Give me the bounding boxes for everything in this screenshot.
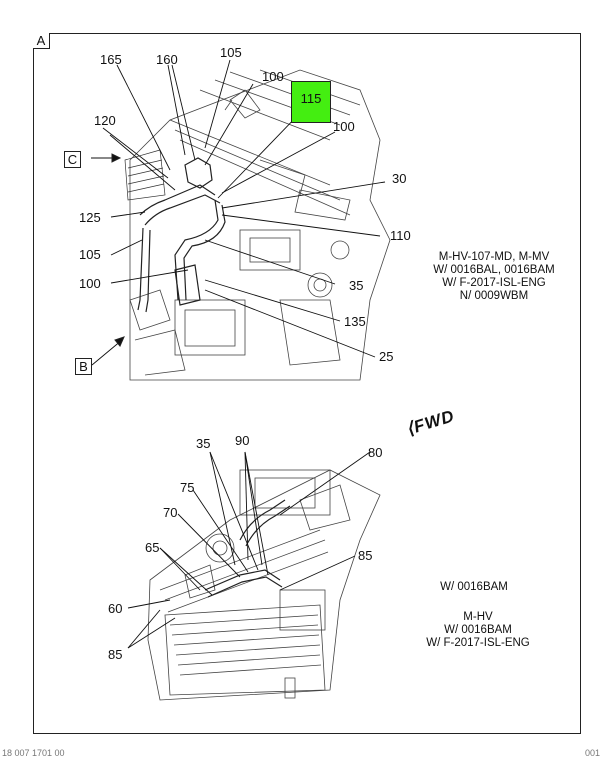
- callout-85-left: 85: [108, 647, 123, 662]
- callout-125: 125: [79, 210, 101, 225]
- callout-35-bottom: 35: [196, 436, 211, 451]
- footer-page-number: 001: [585, 748, 601, 758]
- note-line: M-HV-107-MD, M-MV: [438, 251, 550, 263]
- view-label: A: [33, 33, 50, 49]
- note-line: W/ F-2017-ISL-ENG: [442, 277, 546, 289]
- box-label-c: C: [64, 151, 81, 168]
- callout-70: 70: [163, 505, 178, 520]
- top-engine-outline: [129, 69, 391, 381]
- callout-25: 25: [379, 349, 394, 364]
- callout-110: 110: [390, 228, 411, 243]
- note-line: W/ 0016BAL, 0016BAM: [433, 264, 555, 276]
- leader-lines-top: [91, 59, 386, 366]
- bottom-engine-outline: [147, 469, 381, 701]
- coolant-hose: [137, 157, 226, 313]
- callout-30: 30: [392, 171, 407, 186]
- callout-100-right: 100: [333, 119, 355, 134]
- callout-35-top: 35: [349, 278, 364, 293]
- note-line: N/ 0009WBM: [459, 290, 529, 302]
- leader-lines-bottom: [127, 451, 371, 649]
- callout-100-top: 100: [262, 69, 284, 84]
- highlighted-callout-115[interactable]: 115: [291, 81, 331, 123]
- callout-105-top: 105: [220, 45, 242, 60]
- highlight-label: 115: [300, 91, 322, 106]
- applicability-note-bottom-a: W/ 0016BAM: [440, 581, 508, 593]
- applicability-note-top: M-HV-107-MD, M-MV W/ 0016BAL, 0016BAM W/…: [416, 251, 572, 303]
- note-line: M-HV: [463, 611, 493, 623]
- footer-left-code: 18 007 1701 00: [2, 748, 65, 758]
- note-line: W/ 0016BAM: [444, 624, 512, 636]
- callout-100-left: 100: [79, 276, 101, 291]
- applicability-note-bottom-b: M-HV W/ 0016BAM W/ F-2017-ISL-ENG: [420, 611, 536, 650]
- callout-85-right: 85: [358, 548, 373, 563]
- callout-165: 165: [100, 52, 122, 67]
- grille: [124, 149, 166, 201]
- note-line: W/ F-2017-ISL-ENG: [426, 637, 530, 649]
- callout-80: 80: [368, 445, 383, 460]
- drawing-frame: [33, 33, 581, 734]
- callout-60: 60: [108, 601, 123, 616]
- callout-160: 160: [156, 52, 178, 67]
- callout-120: 120: [94, 113, 116, 128]
- callout-105-left: 105: [79, 247, 101, 262]
- callout-65: 65: [145, 540, 160, 555]
- callout-135: 135: [344, 314, 366, 329]
- callout-90: 90: [235, 433, 250, 448]
- callout-75: 75: [180, 480, 195, 495]
- box-label-b: B: [75, 358, 92, 375]
- bottom-hose: [204, 499, 291, 598]
